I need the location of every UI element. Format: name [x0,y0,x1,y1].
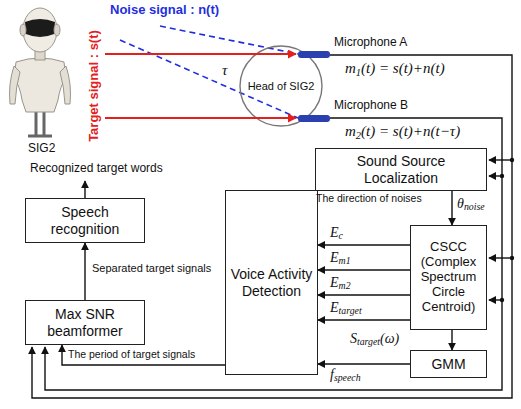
edge-label: Etarget [330,300,362,316]
connector-arrow [84,243,85,300]
process-box: Max SNR beamformer [25,300,145,345]
signal-wire [45,118,502,390]
signal-wire [489,257,512,258]
junction-dot [510,158,514,162]
subscript: m1 [339,255,351,266]
edge-label: Ec [330,225,343,241]
connector-arrow [318,294,410,295]
subscript: target [357,336,380,347]
target-signal-arrow [105,117,296,119]
box-text: GMM [431,356,465,372]
connector-arrow [451,191,452,225]
subscript: noise [464,201,485,212]
robot-ear [20,24,26,36]
edge-label: θnoise [457,196,485,212]
text-label: Target signal : s(t) [87,30,102,142]
box-text: Speech recognition [30,204,140,236]
process-box: Speech recognition [25,198,145,243]
robot-arm [60,66,71,104]
edge-label: Starget(ω) [350,331,399,347]
text-label: τ [222,62,227,79]
signal-wire [489,159,512,160]
junction-dot [510,256,514,260]
subscript: target [339,305,362,316]
edge-label: fspeech [330,367,361,383]
noise-path [120,40,298,118]
subscript: m2 [339,280,351,291]
process-box: Sound Source Localization [315,148,487,191]
edge-label: Separated target signals [92,262,211,275]
junction-dot [500,298,504,302]
text-label: Head of SIG2 [248,80,315,93]
microphone-symbol [298,51,330,58]
text-label: Microphone B [334,99,408,113]
text-label: m2(t) = s(t)+n(t−τ) [345,123,460,140]
text-label: SIG2 [28,142,55,156]
junction-dot [500,174,504,178]
process-box: Voice Activity Detection [225,190,318,375]
connector-arrow [318,319,410,320]
process-box: GMM [410,350,487,378]
text-label: Noise signal : n(t) [110,3,219,18]
noise-path [160,26,298,54]
edge-label: Em1 [330,250,351,266]
box-text: Voice Activity Detection [230,266,313,298]
subscript: speech [334,372,361,383]
robot-arm [10,66,21,104]
target-signal-arrow [105,53,296,55]
connector-arrow [318,363,410,364]
text-label: Recognized target words [30,162,163,176]
connector-arrow [62,345,225,365]
edge-label: The period of target signals [68,348,195,360]
box-text: Max SNR beamformer [30,306,140,338]
robot-torso [14,58,66,112]
edge-label: Em2 [330,275,351,291]
robot-figure [10,8,71,136]
text-label: Microphone A [334,36,407,50]
subscript: c [339,230,343,241]
robot-ear [54,24,60,36]
robot-head [23,8,57,52]
microphone-symbol [298,115,330,122]
box-text: CSCC (Complex Spectrum Circle Centroid) [415,240,482,315]
text-label: The direction of noises [316,192,422,204]
connector-arrow [451,330,452,350]
subscript: 1 [356,67,361,78]
connector-arrow [318,269,410,270]
process-box: CSCC (Complex Spectrum Circle Centroid) [410,225,487,330]
text-label: m1(t) = s(t)+n(t) [345,60,445,77]
connector-arrow [318,244,410,245]
box-text: Sound Source Localization [320,153,482,185]
output-arrow [84,181,85,198]
robot-visor [25,19,55,37]
subscript: 2 [356,130,361,141]
